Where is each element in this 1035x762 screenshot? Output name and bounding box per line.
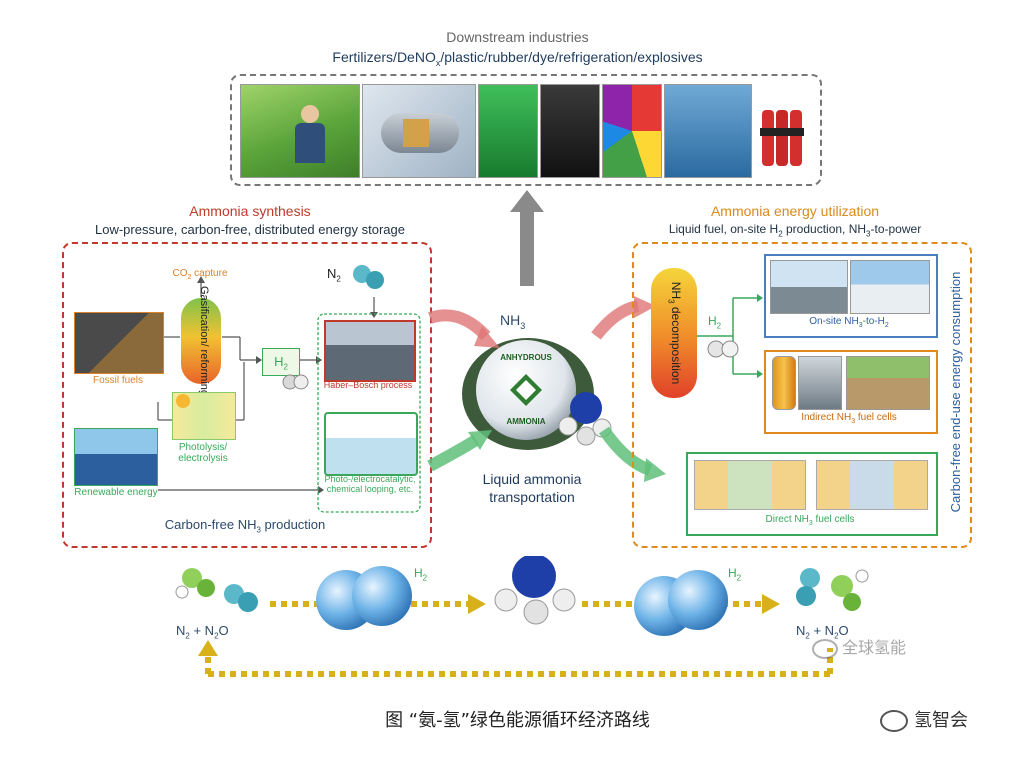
watermark-global-hydrogen: 全球氢能 (812, 634, 906, 659)
photo-fossil-fuels (74, 312, 164, 374)
utilization-h2-label: H2 (708, 314, 722, 331)
flow-arrows (427, 296, 666, 482)
downstream-box (230, 74, 822, 186)
photo-catalytic-converter (362, 84, 476, 178)
photo-rubber (540, 84, 600, 178)
synthesis-flow-lines (157, 276, 421, 513)
utilization-flow-lines (697, 294, 763, 378)
downstream-title: Downstream industries (446, 29, 589, 45)
tank-bottom-text: AMMONIA (506, 417, 545, 426)
renewable-energy-label: Renewable energy (74, 487, 158, 498)
co2-capture-label: CO2 capture (172, 268, 228, 281)
gasification-reforming (181, 298, 221, 384)
photolysis-label: Photolysis/ electrolysis (178, 442, 228, 464)
fossil-fuels-label: Fossil fuels (92, 375, 143, 386)
direct-cell-diagram-2 (816, 460, 928, 510)
direct-cell-diagram-1 (694, 460, 806, 510)
photo-haber-bosch (324, 320, 416, 382)
sun-icon (176, 394, 190, 408)
photo-indirect-equipment (798, 356, 842, 410)
synthesis-box (62, 242, 432, 548)
cycle-right-label: N2 + N2O (796, 623, 849, 641)
h2-molecule-icon (282, 374, 309, 390)
carbon-free-end-use-label: Carbon-free end-use energy consumption (948, 271, 963, 513)
haber-bosch-label: Haber–Bosch process (323, 380, 413, 390)
watermark-hydrogen-wisdom: 氢智会 (880, 706, 968, 732)
photo-plastic (478, 84, 538, 178)
tank-top-text: ANHYDROUS (500, 353, 552, 362)
indirect-label: Indirect NH3 fuel cells (801, 412, 897, 425)
photo-onsite-reactor (770, 260, 848, 314)
onsite-label: On-site NH3-to-H2 (809, 316, 889, 329)
utilization-box (632, 242, 972, 548)
gasification-label: Gasification/ reforming (198, 285, 210, 397)
center-nh3-label: NH3 (500, 312, 526, 331)
n2-label: N2 (327, 266, 341, 284)
h2-box: H2 (262, 348, 300, 376)
cycle-h2-right-label: H2 (728, 566, 742, 583)
decomposition-label: NH3 decomposition (666, 281, 683, 385)
photo-refrigeration (664, 84, 752, 178)
photo-onsite-station (850, 260, 930, 314)
utilization-subtitle: Liquid fuel, on-site H2 production, NH3-… (668, 222, 922, 239)
wechat-icon-2 (880, 710, 908, 732)
downstream-subtitle: Fertilizers/DeNOx/plastic/rubber/dye/ref… (332, 49, 703, 68)
photo-explosives (754, 84, 810, 176)
n2-molecule-icon (353, 265, 384, 289)
utilization-title: Ammonia energy utilization (710, 203, 880, 219)
nh3-molecule-icon (558, 392, 612, 446)
photo-indirect-cylinder (772, 356, 796, 410)
gray-up-arrow (510, 190, 544, 286)
cycle-left-label: N2 + N2O (176, 623, 229, 641)
figure-caption: 图 “氨-氢”绿色能源循环经济路线 (385, 710, 650, 731)
photo-renewable-energy (74, 428, 158, 486)
photo-indirect-site (846, 356, 930, 410)
synthesis-title: Ammonia synthesis (189, 203, 311, 219)
photocatalytic-label: Photo-/electrocatalytic, chemical loopin… (324, 474, 416, 494)
nh3-decomposition (651, 268, 697, 398)
photo-fertilizer-field (240, 84, 360, 178)
synthesis-subtitle: Low-pressure, carbon-free, distributed e… (95, 222, 405, 237)
bottom-cycle (175, 556, 869, 677)
direct-label: Direct NH3 fuel cells (765, 514, 855, 527)
photocatalytic-panel (324, 412, 418, 476)
photo-dye (602, 84, 662, 178)
cycle-h2-left-label: H2 (414, 566, 428, 583)
wechat-icon (812, 638, 838, 659)
carbon-free-production-label: Carbon-free NH3 production (164, 517, 326, 535)
utilization-h2-molecule-icon (707, 340, 739, 358)
